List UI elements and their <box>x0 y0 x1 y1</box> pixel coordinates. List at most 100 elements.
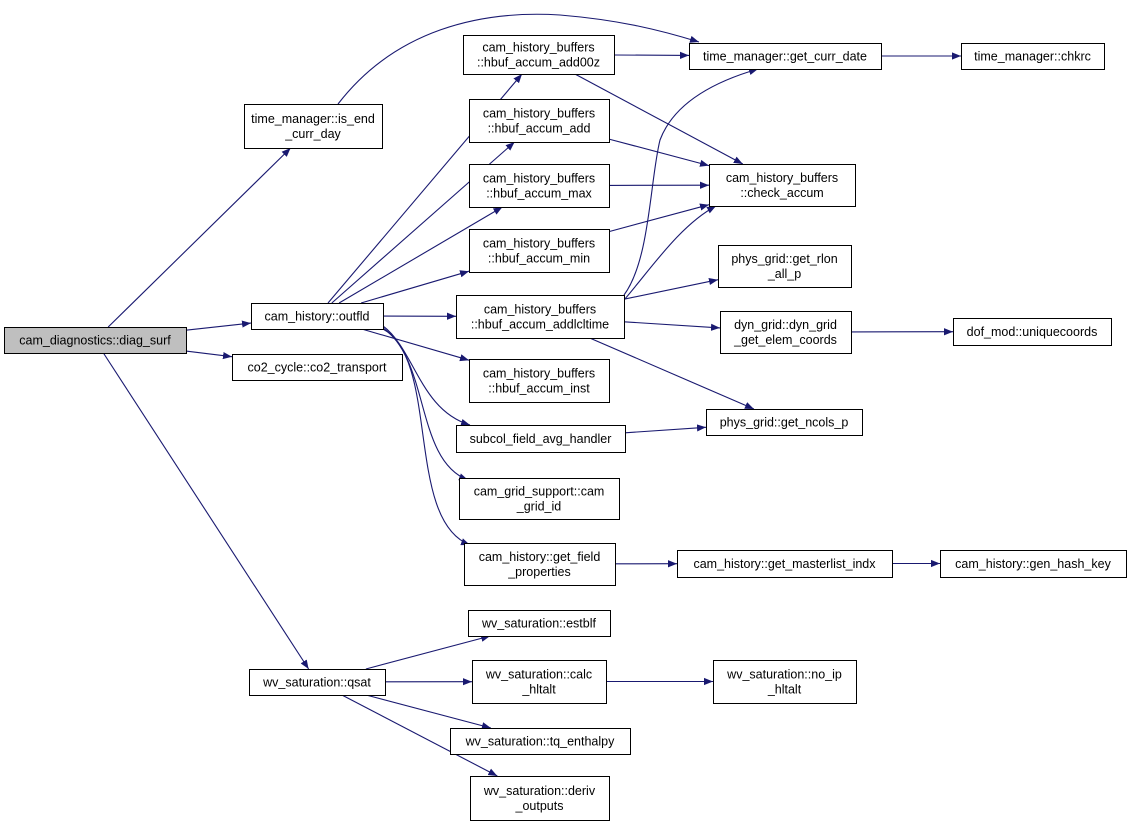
node-subcol-field-avg-handler[interactable]: subcol_field_avg_handler <box>456 425 626 453</box>
edges-layer <box>102 13 961 777</box>
node-box <box>953 318 1112 346</box>
node-box <box>718 245 852 288</box>
node-cam-grid-id[interactable]: cam_grid_support::cam_grid_id <box>459 478 620 520</box>
nodes-layer: cam_diagnostics::diag_surf time_manager::… <box>4 35 1127 821</box>
node-get-masterlist-indx[interactable]: cam_history::get_masterlist_indx <box>677 550 893 578</box>
node-get-field-properties[interactable]: cam_history::get_field_properties <box>464 543 616 586</box>
node-hbuf-accum-max[interactable]: cam_history_buffers::hbuf_accum_max <box>469 164 610 208</box>
edge-hbuf-accum-addlcltime-to-get-rlon-all-p <box>623 278 719 300</box>
node-label: dof_mod::uniquecoords <box>967 325 1098 339</box>
edge-qsat-to-deriv-outputs <box>341 694 498 777</box>
node-box <box>4 327 187 354</box>
edge-outfld-to-hbuf-accum-min <box>360 270 470 304</box>
node-label: cam_history::gen_hash_key <box>955 557 1111 571</box>
node-label: cam_history_buffers <box>483 107 595 121</box>
edge-hbuf-accum-addlcltime-to-get-curr-date <box>623 68 759 296</box>
node-label: cam_grid_support::cam <box>474 485 605 499</box>
node-label: time_manager::is_end <box>251 112 375 126</box>
node-label: cam_diagnostics::diag_surf <box>19 334 171 348</box>
node-box <box>713 660 857 704</box>
node-box <box>469 229 610 273</box>
node-gen-hash-key[interactable]: cam_history::gen_hash_key <box>940 550 1127 578</box>
node-label: wv_saturation::deriv <box>483 784 596 798</box>
node-label: _get_elem_coords <box>733 333 837 347</box>
node-box <box>469 359 610 403</box>
edge-outfld-to-hbuf-accum-inst <box>361 328 470 362</box>
node-label: _hltalt <box>521 683 556 697</box>
node-label: _hltalt <box>767 683 802 697</box>
node-label: cam_history_buffers <box>482 41 594 55</box>
node-label: subcol_field_avg_handler <box>470 432 612 446</box>
node-label: ::hbuf_accum_inst <box>488 382 590 396</box>
node-qsat[interactable]: wv_saturation::qsat <box>249 669 386 696</box>
node-box <box>689 43 882 70</box>
node-get-elem-coords[interactable]: dyn_grid::dyn_grid_get_elem_coords <box>720 311 852 354</box>
node-box <box>720 311 852 354</box>
node-box <box>251 303 384 330</box>
node-label: cam_history_buffers <box>726 171 838 185</box>
node-label: _properties <box>507 565 571 579</box>
edge-hbuf-accum-addlcltime-to-get-ncols-p <box>589 337 755 410</box>
node-box <box>470 776 610 821</box>
node-hbuf-accum-min[interactable]: cam_history_buffers::hbuf_accum_min <box>469 229 610 273</box>
edge-outfld-to-get-field-properties <box>382 328 471 546</box>
node-tq-enthalpy[interactable]: wv_saturation::tq_enthalpy <box>450 728 631 755</box>
node-uniquecoords[interactable]: dof_mod::uniquecoords <box>953 318 1112 346</box>
node-box <box>469 164 610 208</box>
edge-outfld-to-subcol-field-avg-handler <box>382 325 471 426</box>
node-box <box>464 543 616 586</box>
node-box <box>459 478 620 520</box>
edge-hbuf-accum-add-to-check-accum <box>608 138 710 167</box>
node-label: wv_saturation::tq_enthalpy <box>465 735 615 749</box>
node-label: _outputs <box>515 799 564 813</box>
node-hbuf-accum-add00z[interactable]: cam_history_buffers::hbuf_accum_add00z <box>463 35 615 75</box>
node-label: phys_grid::get_rlon <box>731 252 837 266</box>
node-box <box>961 43 1105 70</box>
node-is-end-curr-day[interactable]: time_manager::is_end_curr_day <box>244 104 383 149</box>
node-box <box>468 610 611 637</box>
node-check-accum[interactable]: cam_history_buffers::check_accum <box>709 164 856 207</box>
node-hbuf-accum-add[interactable]: cam_history_buffers::hbuf_accum_add <box>469 99 610 143</box>
node-estblf[interactable]: wv_saturation::estblf <box>468 610 611 637</box>
edge-qsat-to-tq-enthalpy <box>365 694 492 730</box>
node-hbuf-accum-inst[interactable]: cam_history_buffers::hbuf_accum_inst <box>469 359 610 403</box>
node-calc-hltalt[interactable]: wv_saturation::calc_hltalt <box>472 660 607 704</box>
node-label: phys_grid::get_ncols_p <box>720 416 849 430</box>
node-label: time_manager::chkrc <box>974 50 1091 64</box>
node-get-rlon-all-p[interactable]: phys_grid::get_rlon_all_p <box>718 245 852 288</box>
node-co2-transport[interactable]: co2_cycle::co2_transport <box>232 354 403 381</box>
node-label: time_manager::get_curr_date <box>703 50 867 64</box>
node-deriv-outputs[interactable]: wv_saturation::deriv_outputs <box>470 776 610 821</box>
node-label: cam_history::outfld <box>265 310 370 324</box>
edge-outfld-to-cam-grid-id <box>382 327 469 481</box>
node-chkrc[interactable]: time_manager::chkrc <box>961 43 1105 70</box>
node-label: ::hbuf_accum_add00z <box>477 56 600 70</box>
edge-outfld-to-hbuf-accum-max <box>338 206 503 304</box>
node-label: cam_history_buffers <box>483 237 595 251</box>
edge-qsat-to-estblf <box>365 634 491 670</box>
node-hbuf-accum-addlcltime[interactable]: cam_history_buffers::hbuf_accum_addlclti… <box>456 295 625 339</box>
node-box <box>456 425 626 453</box>
node-outfld[interactable]: cam_history::outfld <box>251 303 384 330</box>
node-no-ip-hltalt[interactable]: wv_saturation::no_ip_hltalt <box>713 660 857 704</box>
node-diag-surf[interactable]: cam_diagnostics::diag_surf <box>4 327 187 354</box>
edge-is-end-curr-day-to-get-curr-date <box>337 13 700 105</box>
node-box <box>709 164 856 207</box>
node-box <box>706 409 863 436</box>
node-label: _grid_id <box>516 500 562 514</box>
node-label: wv_saturation::no_ip <box>726 668 842 682</box>
edge-diag-surf-to-co2-transport <box>185 350 233 360</box>
node-box <box>456 295 625 339</box>
node-label: ::check_accum <box>740 186 823 200</box>
node-label: cam_history::get_field <box>479 550 601 564</box>
node-get-ncols-p[interactable]: phys_grid::get_ncols_p <box>706 409 863 436</box>
node-label: cam_history_buffers <box>483 367 595 381</box>
edge-diag-surf-to-qsat <box>102 352 310 670</box>
edge-hbuf-accum-addlcltime-to-check-accum <box>623 205 717 301</box>
node-box <box>472 660 607 704</box>
node-box <box>232 354 403 381</box>
node-label: cam_history_buffers <box>483 172 595 186</box>
node-get-curr-date[interactable]: time_manager::get_curr_date <box>689 43 882 70</box>
edge-hbuf-accum-min-to-check-accum <box>608 203 710 233</box>
